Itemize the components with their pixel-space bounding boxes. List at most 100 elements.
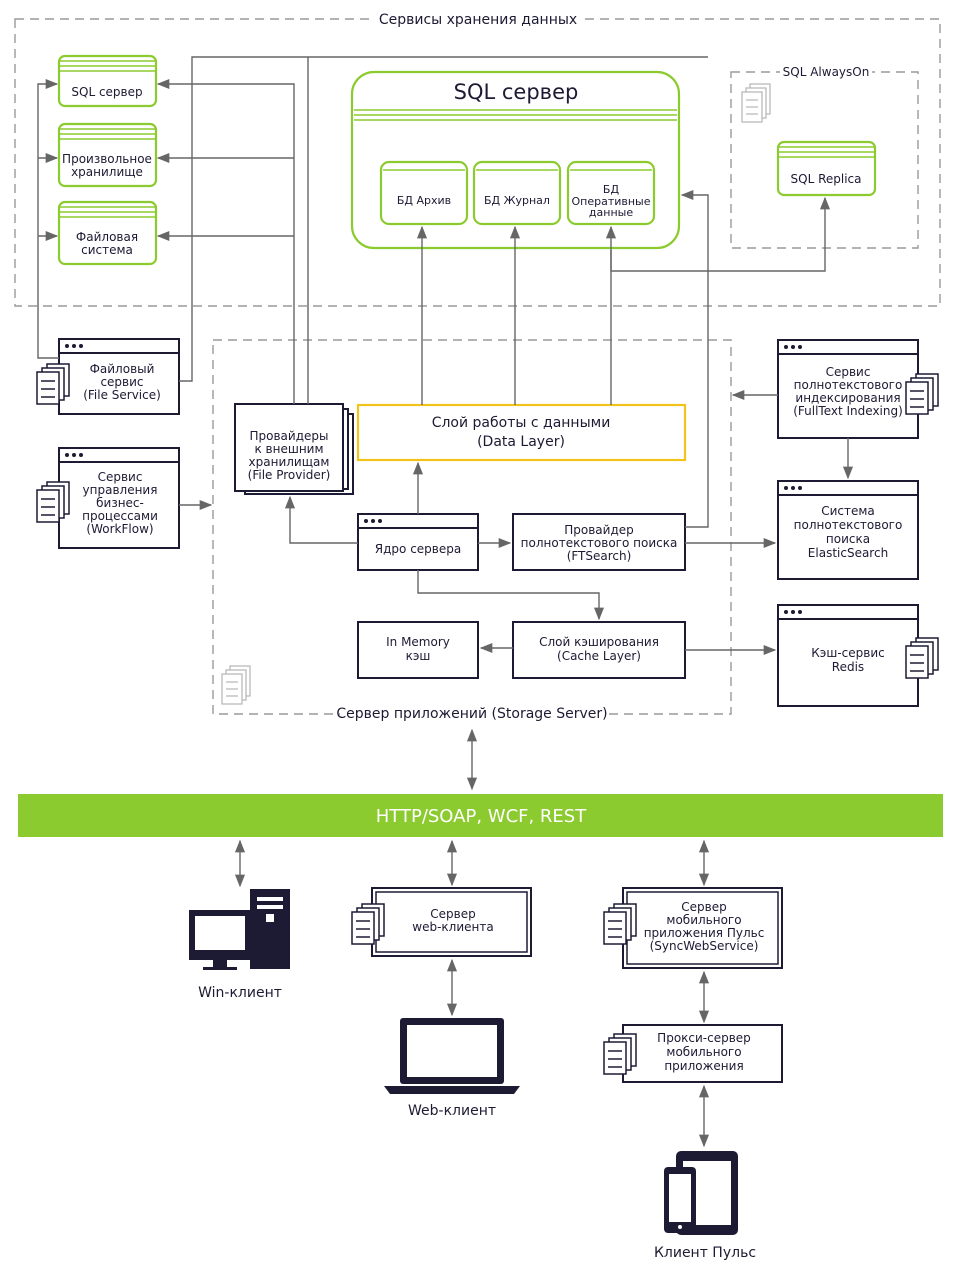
storage-services-group: Сервисы хранения данных [14, 9, 941, 307]
connectors [37, 56, 854, 1148]
web-server-label-1: Сервер [430, 907, 475, 921]
win-client-label: Win-клиент [198, 985, 282, 1001]
cache-layer: Слой кэширования (Cache Layer) [512, 621, 686, 679]
redis-label-2: Redis [832, 660, 864, 674]
db-operational-label-3: данные [589, 206, 633, 219]
workflow-label-1: Сервис [98, 470, 143, 484]
ftsearch-label-1: Провайдер [564, 523, 634, 537]
in-memory-cache: In Memory кэш [357, 621, 479, 679]
mobile-server-label-1: Сервер [681, 900, 726, 914]
mobile-server-label-4: (SyncWebService) [650, 939, 759, 953]
store-arbitrary-label-1: Произвольное [62, 152, 152, 166]
sql-replica-label: SQL Replica [791, 172, 862, 186]
fulltext-indexing-service: Сервис полнотекстового индексирования (F… [777, 339, 939, 439]
server-stack-icon [221, 665, 251, 705]
store-filesystem-label-1: Файловая [76, 230, 138, 244]
fulltext-indexing-label-1: Сервис [826, 365, 871, 379]
server-stack-icon [905, 373, 939, 415]
app-server-title: Сервер приложений (Storage Server) [336, 706, 607, 722]
fulltext-indexing-label-4: (FullText Indexing) [793, 404, 903, 418]
elasticsearch-system: Система полнотекстового поиска ElasticSe… [777, 480, 919, 580]
store-filesystem: Файловая система [57, 200, 158, 266]
puls-client-label: Клиент Пульс [654, 1245, 756, 1261]
db-archive: БД Архив [379, 160, 469, 226]
data-layer-label-1: Слой работы с данными [432, 415, 611, 431]
in-memory-label-1: In Memory [386, 635, 450, 649]
server-core-label: Ядро сервера [375, 542, 461, 556]
store-filesystem-label-2: система [81, 243, 133, 257]
server-stack-icon [351, 903, 385, 945]
file-provider-label-3: хранилищам [249, 455, 330, 469]
file-service-label-1: Файловый [90, 362, 155, 376]
elasticsearch-label-4: ElasticSearch [808, 546, 888, 560]
elasticsearch-label-1: Система [821, 504, 875, 518]
workflow-service: Сервис управления бизнес- процессами (Wo… [36, 447, 180, 549]
ftsearch-provider: Провайдер полнотекстового поиска (FTSear… [512, 513, 686, 571]
ftsearch-label-3: (FTSearch) [567, 549, 632, 563]
db-operational-label-1: БД [603, 183, 620, 196]
puls-client: Клиент Пульс [654, 1151, 756, 1261]
workflow-label-3: бизнес- [96, 496, 144, 510]
file-provider-label-4: (File Provider) [248, 468, 331, 482]
proxy-server-label-3: приложения [664, 1059, 743, 1073]
sql-server-title: SQL сервер [454, 80, 579, 104]
mobile-server-label-3: приложения Пульс [644, 926, 765, 940]
web-server-label-2: web-клиента [412, 920, 493, 934]
workflow-label-5: (WorkFlow) [86, 522, 153, 536]
storage-services-title: Сервисы хранения данных [379, 12, 577, 28]
tablet-phone-icon [664, 1151, 738, 1235]
web-client: Web-клиент [384, 1018, 520, 1119]
server-stack-icon [603, 903, 637, 945]
data-layer: Слой работы с данными (Data Layer) [356, 403, 687, 462]
fulltext-indexing-label-3: индексирования [795, 391, 900, 405]
file-provider-label-1: Провайдеры [250, 429, 329, 443]
server-stack-icon [36, 363, 70, 405]
web-client-label: Web-клиент [408, 1103, 496, 1119]
laptop-icon [384, 1018, 520, 1094]
db-journal-label: БД Журнал [484, 194, 550, 207]
store-arbitrary-label-2: хранилище [71, 165, 143, 179]
cache-layer-label-2: (Cache Layer) [557, 649, 641, 663]
fulltext-indexing-label-2: полнотекстового [794, 378, 903, 392]
store-arbitrary: Произвольное хранилище [57, 122, 158, 188]
file-service-label-3: (File Service) [83, 388, 161, 402]
proxy-server-label-1: Прокси-сервер [657, 1031, 751, 1045]
mobile-proxy-server: Прокси-сервер мобильного приложения [603, 1024, 783, 1083]
protocol-band-label: HTTP/SOAP, WCF, REST [376, 806, 587, 827]
mobile-server-label-2: мобильного [666, 913, 741, 927]
workflow-label-2: управления [83, 483, 158, 497]
server-stack-icon [603, 1033, 637, 1075]
file-provider-label-2: к внешним [254, 442, 323, 456]
data-layer-label-2: (Data Layer) [477, 434, 565, 450]
db-operational-label-2: Оперативные [571, 195, 650, 208]
cache-layer-label-1: Слой кэширования [539, 635, 659, 649]
proxy-server-label-2: мобильного [666, 1045, 741, 1059]
sql-server-main: SQL сервер БД Архив БД Журнал БД Операти… [350, 70, 681, 250]
mobile-app-server: Сервер мобильного приложения Пульс (Sync… [603, 887, 783, 969]
protocol-band: HTTP/SOAP, WCF, REST [18, 794, 943, 837]
db-journal: БД Журнал [472, 160, 562, 226]
store-sql-server-label: SQL сервер [71, 85, 142, 99]
file-service-label-2: сервис [100, 375, 143, 389]
sql-alwayson-title: SQL AlwaysOn [783, 65, 870, 79]
sql-replica: SQL Replica [776, 140, 877, 197]
win-client: Win-клиент [189, 889, 290, 1001]
store-sql-server: SQL сервер [57, 54, 158, 108]
server-core: Ядро сервера [357, 513, 479, 571]
ftsearch-label-2: полнотекстового поиска [521, 536, 678, 550]
workflow-label-4: процессами [82, 509, 158, 523]
in-memory-label-2: кэш [406, 649, 431, 663]
server-stack-icon [741, 83, 771, 123]
redis-cache-service: Кэш-сервис Redis [777, 604, 939, 707]
app-server-group: Сервер приложений (Storage Server) [212, 339, 732, 723]
server-stack-icon [36, 481, 70, 523]
db-archive-label: БД Архив [397, 194, 451, 207]
desktop-computer-icon [189, 889, 290, 970]
elasticsearch-label-3: поиска [826, 532, 870, 546]
server-stack-icon [905, 637, 939, 679]
redis-label-1: Кэш-сервис [811, 646, 884, 660]
elasticsearch-label-2: полнотекстового [794, 518, 903, 532]
file-service: Файловый сервис (File Service) [36, 338, 180, 415]
sql-alwayson-group: SQL AlwaysOn SQL Replica [730, 63, 919, 249]
